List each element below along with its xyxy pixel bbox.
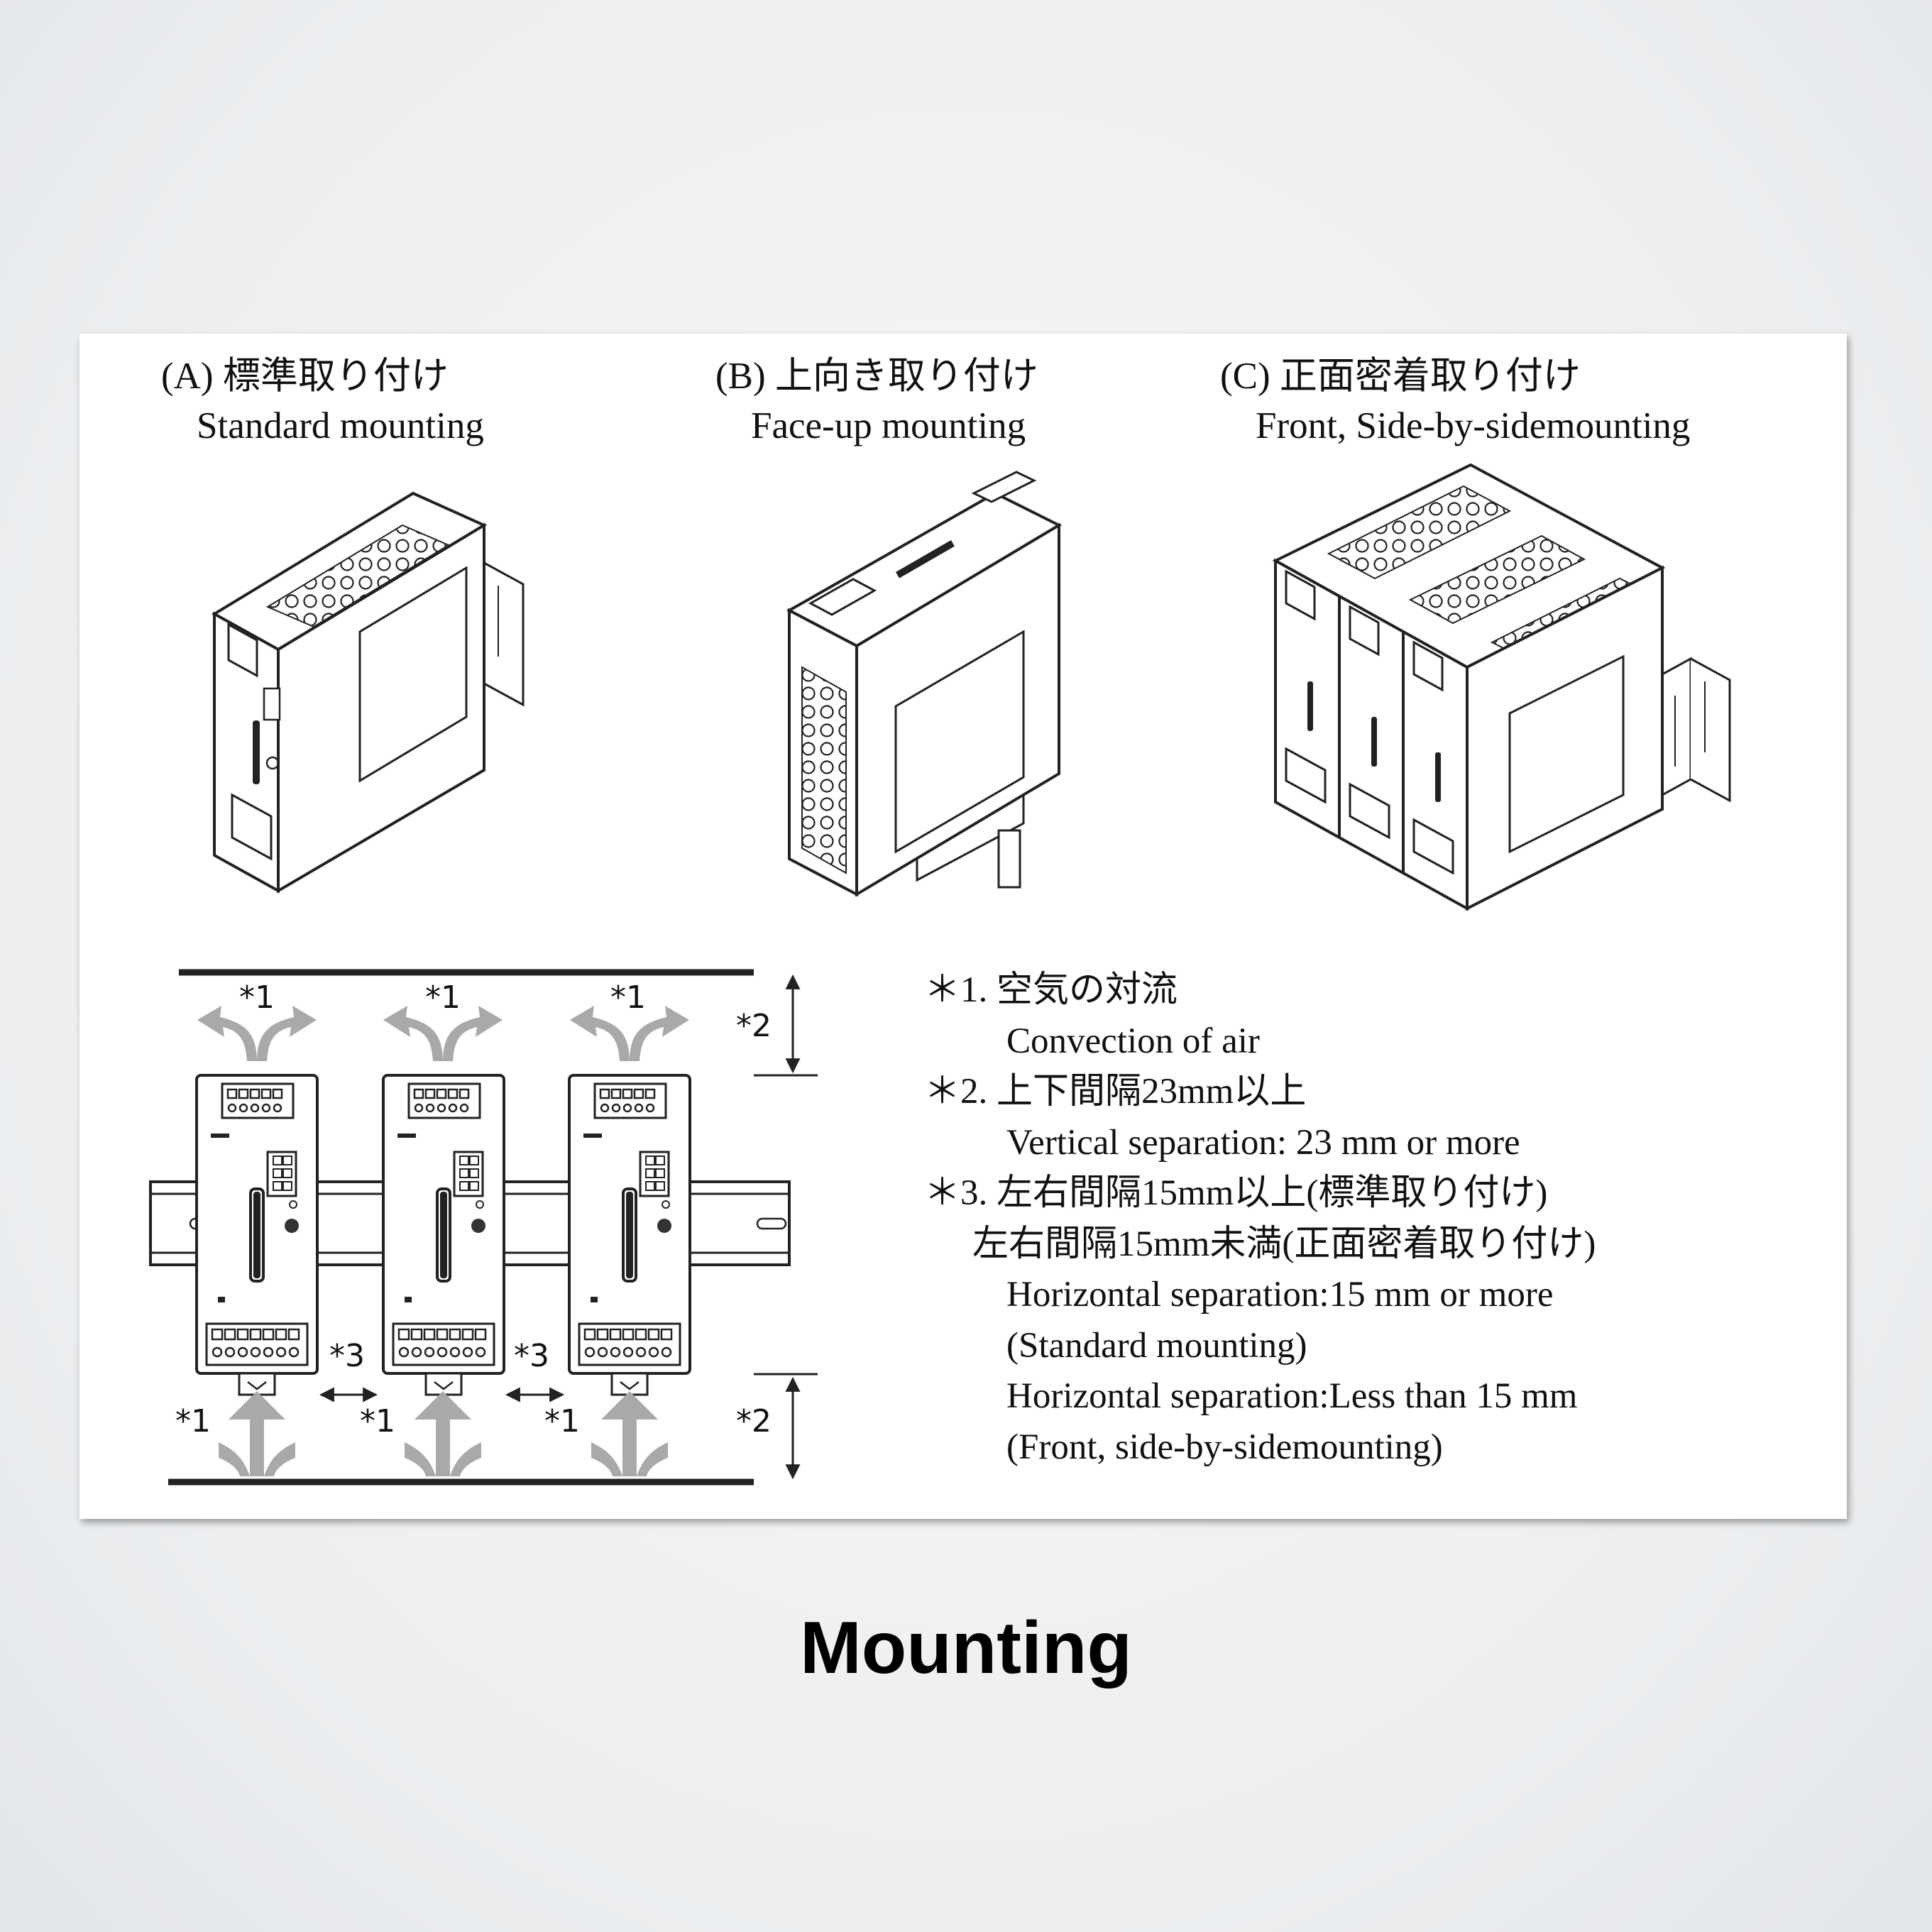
marker-horizontal-1: *3: [329, 1338, 365, 1374]
heading-a-jp: (A) 標準取り付け: [161, 356, 449, 397]
psu-standard-mounting-illustration: [212, 491, 525, 894]
heading-c-jp: (C) 正面密着取り付け: [1220, 356, 1581, 397]
psu-side-by-side-mounting-illustration: [1272, 463, 1731, 911]
heading-b-jp: (B) 上向き取り付け: [715, 356, 1038, 397]
note-3-jp: ＊3. 左右間隔15mm以上(標準取り付け): [924, 1173, 1548, 1213]
marker-top-1: *1: [239, 979, 275, 1016]
note-1-en: Convection of air: [1006, 1021, 1260, 1061]
note-1-jp: ＊1. 空気の対流: [924, 970, 1178, 1010]
notes-legend: ＊1. 空気の対流 Convection of air ＊2. 上下間隔23mm…: [924, 965, 1596, 1473]
psu-front-3: [568, 1074, 691, 1396]
marker-top-2: *1: [425, 979, 461, 1016]
heading-b-en: Face-up mounting: [751, 405, 1026, 446]
note-2-jp: ＊2. 上下間隔23mm以上: [924, 1072, 1307, 1112]
heading-standard-mounting: (A) 標準取り付け Standard mounting: [161, 351, 484, 451]
mounting-diagram-card: (A) 標準取り付け Standard mounting (B) 上向き取り付け…: [79, 334, 1847, 1519]
note-3-en-2: (Standard mounting): [1006, 1325, 1307, 1366]
note-3-en-4: (Front, side-by-sidemounting): [1006, 1427, 1443, 1467]
marker-horizontal-2: *3: [514, 1338, 549, 1374]
marker-bottom-3: *1: [544, 1403, 580, 1439]
marker-bottom-1: *1: [175, 1403, 211, 1439]
heading-face-up-mounting: (B) 上向き取り付け Face-up mounting: [715, 351, 1038, 451]
psu-front-2: [382, 1074, 505, 1396]
heading-a-en: Standard mounting: [197, 405, 484, 446]
marker-vertical-top: *2: [736, 1008, 772, 1044]
marker-top-3: *1: [610, 979, 646, 1016]
note-3-jp-2: 左右間隔15mm未満(正面密着取り付け): [972, 1224, 1596, 1264]
note-2-en: Vertical separation: 23 mm or more: [1006, 1122, 1520, 1163]
psu-face-up-mounting-illustration: [786, 471, 1063, 897]
front-view-spacing-diagram: *1 *1 *1 *2 *3 *3 *1 *1 *1 *2: [149, 969, 818, 1486]
marker-bottom-2: *1: [360, 1403, 395, 1439]
heading-c-en: Front, Side-by-sidemounting: [1256, 405, 1691, 446]
marker-vertical-bottom: *2: [736, 1403, 772, 1439]
note-3-en-1: Horizontal separation:15 mm or more: [1006, 1275, 1554, 1314]
mounting-illustrations: *1 *1 *1 *2 *3 *3 *1 *1 *1 *2: [149, 463, 1731, 1486]
heading-side-by-side-mounting: (C) 正面密着取り付け Front, Side-by-sidemounting: [1220, 351, 1690, 451]
note-3-en-3: Horizontal separation:Less than 15 mm: [1006, 1376, 1578, 1416]
marker-labels: *1 *1 *1 *2 *3 *3 *1 *1 *1 *2: [175, 979, 772, 1439]
page-caption: Mounting: [800, 1607, 1132, 1689]
psu-front-1: [195, 1074, 319, 1396]
